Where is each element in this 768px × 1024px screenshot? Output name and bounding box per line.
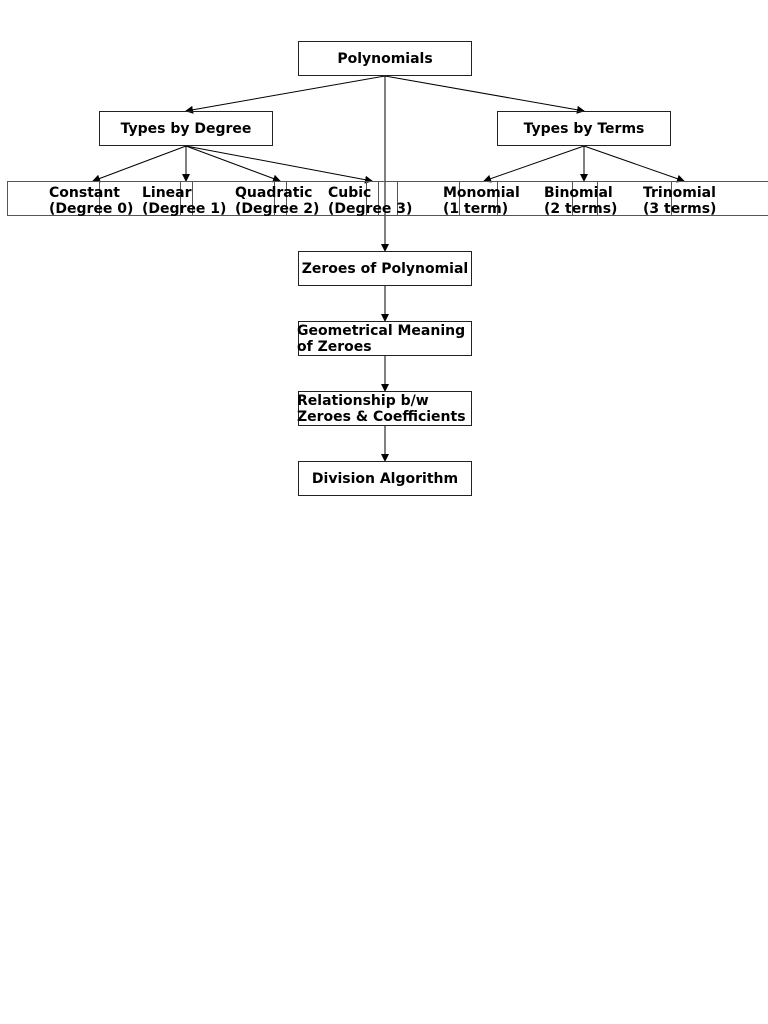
- leaf-trinomial-terms: (3 terms): [643, 201, 717, 217]
- leaf-divider: [192, 181, 193, 216]
- leaf-monomial-name: Monomial: [443, 185, 520, 201]
- edge-root-to-terms: [384, 75, 585, 114]
- node-types-by-terms: Types by Terms: [497, 111, 671, 146]
- leaf-divider: [366, 181, 367, 216]
- leaf-divider: [497, 181, 498, 216]
- node-geometrical-line1: Geometrical Meaning: [297, 322, 466, 339]
- edge-root-to-degree: [185, 75, 386, 114]
- leaf-linear-name: Linear: [142, 185, 192, 201]
- leaf-linear: Linear (Degree 1): [142, 185, 226, 217]
- node-zeroes-of-polynomial: Zeroes of Polynomial: [298, 251, 472, 286]
- leaf-divider: [597, 181, 598, 216]
- edge-degree-to-cubic: [185, 145, 373, 184]
- leaf-binomial-name: Binomial: [544, 185, 613, 201]
- edge-degree-to-constant: [92, 145, 187, 183]
- node-polynomials-label: Polynomials: [337, 50, 433, 67]
- leaf-divider: [459, 181, 460, 216]
- leaf-row-frame: [7, 181, 768, 216]
- node-relationship-line2: Zeroes & Coefficients: [297, 408, 466, 425]
- leaf-divider: [286, 181, 287, 216]
- node-geometrical-meaning: Geometrical Meaning of Zeroes: [297, 321, 472, 356]
- leaf-cubic-degree: (Degree 3): [328, 201, 413, 217]
- leaf-quadratic-name: Quadratic: [235, 185, 313, 201]
- edge-terms-to-monomial: [483, 145, 585, 183]
- node-division-algorithm: Division Algorithm: [298, 461, 472, 496]
- leaf-quadratic: Quadratic (Degree 2): [235, 185, 319, 217]
- leaf-divider: [397, 181, 398, 216]
- node-relationship: Relationship b/w Zeroes & Coefficients: [297, 391, 472, 426]
- leaf-divider: [572, 181, 573, 216]
- node-division-label: Division Algorithm: [311, 470, 459, 487]
- leaf-monomial: Monomial (1 term): [443, 185, 520, 217]
- leaf-linear-degree: (Degree 1): [142, 201, 227, 217]
- leaf-binomial: Binomial (2 terms): [544, 185, 617, 217]
- node-zeroes-label: Zeroes of Polynomial: [301, 260, 469, 277]
- leaf-constant: Constant (Degree 0): [49, 185, 133, 217]
- leaf-constant-name: Constant: [49, 185, 120, 201]
- node-geometrical-line2: of Zeroes: [297, 338, 372, 355]
- node-types-by-degree-label: Types by Degree: [120, 120, 252, 137]
- node-polynomials: Polynomials: [298, 41, 472, 76]
- node-types-by-terms-label: Types by Terms: [523, 120, 645, 137]
- leaf-binomial-terms: (2 terms): [544, 201, 618, 217]
- leaf-trinomial-name: Trinomial: [643, 185, 716, 201]
- node-types-by-degree: Types by Degree: [99, 111, 273, 146]
- leaf-monomial-terms: (1 term): [443, 201, 509, 217]
- leaf-constant-degree: (Degree 0): [49, 201, 134, 217]
- leaf-divider: [378, 181, 379, 216]
- leaf-divider: [671, 181, 672, 216]
- leaf-quadratic-degree: (Degree 2): [235, 201, 320, 217]
- leaf-divider: [274, 181, 275, 216]
- node-relationship-line1: Relationship b/w: [297, 392, 429, 409]
- edge-terms-to-trinomial: [583, 145, 685, 183]
- leaf-divider: [180, 181, 181, 216]
- leaf-divider: [99, 181, 100, 216]
- leaf-cubic: Cubic (Degree 3): [328, 185, 412, 217]
- edge-degree-to-quadratic: [185, 145, 281, 183]
- leaf-cubic-name: Cubic: [328, 185, 372, 201]
- leaf-trinomial: Trinomial (3 terms): [643, 185, 716, 217]
